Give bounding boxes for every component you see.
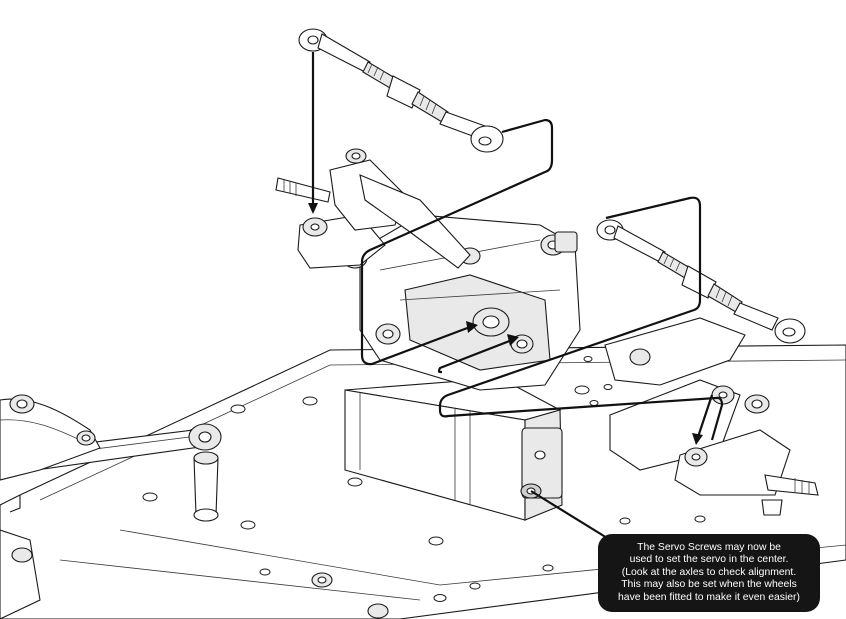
left-arm bbox=[0, 394, 389, 619]
upper-turnbuckle bbox=[298, 28, 504, 153]
callout-line-4: This may also be set when the wheels bbox=[621, 579, 797, 591]
servo-screw-callout: The Servo Screws may now be used to set … bbox=[598, 534, 820, 612]
callout-line-3: (Look at the axles to check alignment. bbox=[621, 566, 797, 578]
chassis-holes bbox=[142, 356, 706, 602]
left-knuckle bbox=[275, 148, 471, 269]
right-turnbuckle bbox=[596, 219, 806, 344]
callout-line-5: have been fitted to make it even easier) bbox=[618, 591, 800, 603]
steering-bellcrank bbox=[342, 214, 581, 391]
callout-line-2: used to set the servo in the center. bbox=[629, 554, 789, 566]
callout-line-1: The Servo Screws may now be bbox=[637, 541, 781, 553]
assembly-guides bbox=[308, 52, 724, 542]
